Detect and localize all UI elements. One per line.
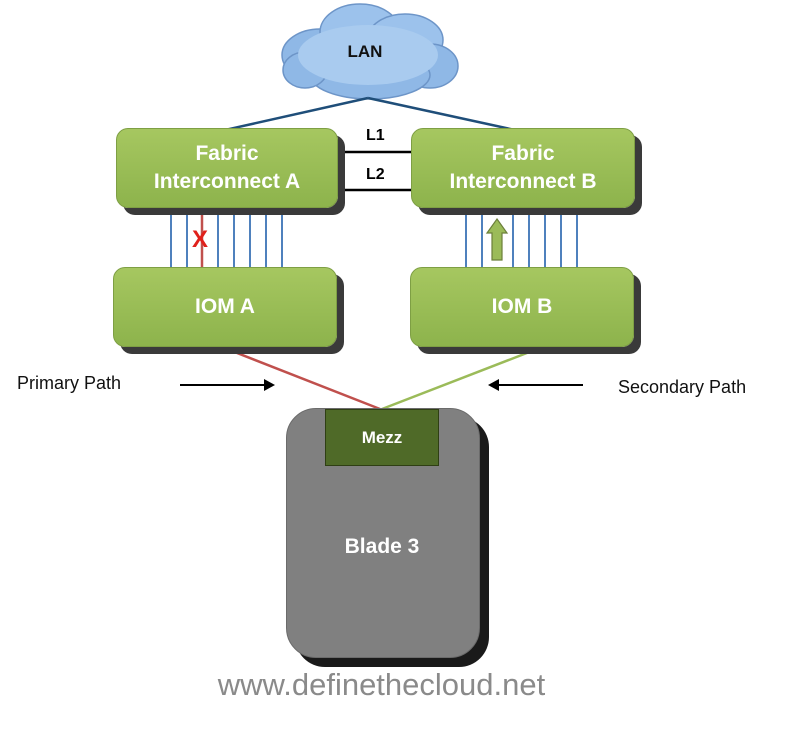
primary-path-line xyxy=(231,349,381,411)
primary-path-label: Primary Path xyxy=(17,373,122,393)
iom-a-label: IOM A xyxy=(195,295,255,318)
iom-b-label: IOM B xyxy=(491,295,553,318)
mezz-card: Mezz xyxy=(325,409,439,466)
iom-b: IOM B xyxy=(410,267,634,347)
fabric-b-line1: Fabric xyxy=(491,142,555,165)
iom-a: IOM A xyxy=(113,267,337,347)
secondary-path-label: Secondary Path xyxy=(618,377,747,397)
secondary-path-line xyxy=(381,349,533,411)
watermark: www.definethecloud.net xyxy=(217,667,546,702)
lan-link-b xyxy=(367,96,516,132)
primary-arrow-icon xyxy=(180,379,275,391)
lan-link-a xyxy=(224,96,369,132)
fabric-a-line1: Fabric xyxy=(195,142,259,165)
fabric-a-line2: Interconnect A xyxy=(153,170,301,193)
fabric-b-line2: Interconnect B xyxy=(449,170,597,193)
fabric-interconnect-b: Fabric Interconnect B xyxy=(411,128,635,208)
fabric-interconnect-a: Fabric Interconnect A xyxy=(116,128,338,208)
uplinks-b xyxy=(465,208,578,268)
l2-label: L2 xyxy=(366,166,385,183)
blade-label: Blade 3 xyxy=(344,535,420,558)
lan-cloud xyxy=(281,3,459,100)
uplinks-a xyxy=(170,208,283,268)
up-arrow-icon xyxy=(485,217,509,261)
l1-label: L1 xyxy=(366,127,385,144)
secondary-arrow-icon xyxy=(488,379,583,391)
failure-x-icon: X xyxy=(192,226,209,253)
lan-label: LAN xyxy=(347,42,383,61)
